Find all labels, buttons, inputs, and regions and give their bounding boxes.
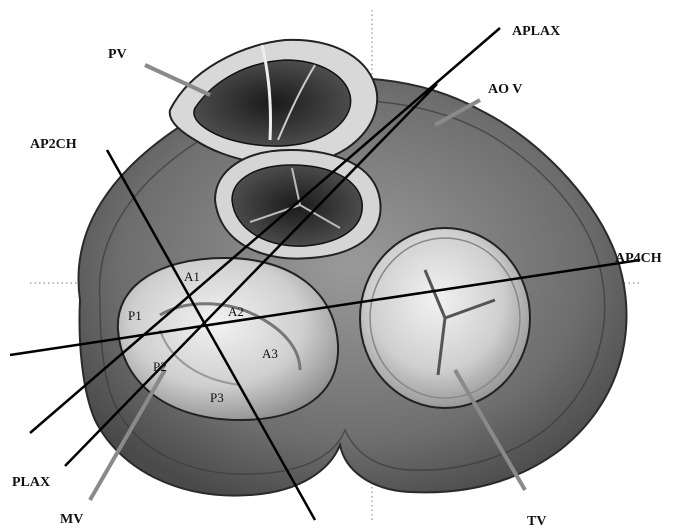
aov-label: AO V (488, 82, 522, 97)
mv-label: MV (60, 512, 83, 527)
tv-label: TV (527, 514, 546, 529)
segment-p1-label: P1 (128, 308, 142, 323)
tricuspid-valve (360, 228, 530, 408)
ap2ch-label: AP2CH (30, 137, 77, 152)
segment-a3-label: A3 (262, 346, 278, 361)
segment-a2-label: A2 (228, 304, 244, 319)
segment-p3-label: P3 (210, 390, 224, 405)
pv-label: PV (108, 47, 127, 62)
aplax-label: APLAX (512, 24, 560, 39)
plax-label: PLAX (12, 475, 50, 490)
ap4ch-label: AP4CH (615, 251, 662, 266)
segment-a1-label: A1 (184, 269, 200, 284)
segment-p2-label: P2 (153, 359, 167, 374)
